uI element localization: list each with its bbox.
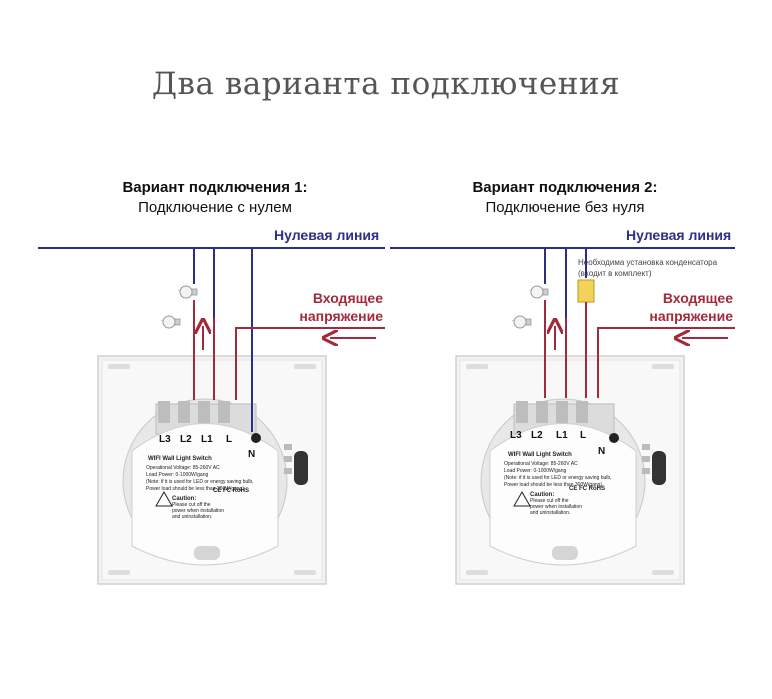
v1-spec2: Load Power: 0-1000W/gang — [146, 472, 208, 478]
page-title: Два варианта подключения — [151, 66, 621, 102]
v2-terminal-n: N — [598, 446, 605, 457]
variant1-voltage-line2: напряжение — [299, 308, 383, 324]
v2-cert: CE FC RoHS — [569, 486, 605, 492]
variant1-heading-line1: Вариант подключения 1: — [122, 179, 308, 196]
v1-terminal-l3: L3 — [159, 434, 171, 445]
v2-caution4: and uninstallation. — [530, 510, 570, 516]
v1-bulb-1 — [177, 285, 198, 299]
v1-caution2: Please cut off the — [172, 502, 211, 508]
v2-caution2: Please cut off the — [530, 498, 569, 504]
variant1-heading: Вариант подключения 1: Подключение с нул… — [55, 178, 375, 218]
v1-spec1: Operational Voltage: 85-260V AC — [146, 465, 220, 471]
variant2-voltage-label: Входящее напряжение — [620, 289, 733, 325]
variant2-heading-line2: Подключение без нуля — [485, 199, 645, 216]
v2-terminal-l3: L3 — [510, 430, 522, 441]
v1-terminal-n: N — [248, 449, 255, 460]
variant1-voltage-label: Входящее напряжение — [270, 289, 383, 325]
v2-terminal-l2: L2 — [531, 430, 543, 441]
v1-bulb-2 — [160, 315, 181, 329]
variant2-neutral-label: Нулевая линия — [626, 227, 732, 243]
variant1-label-text: WIFI Wall Light Switch Operational Volta… — [146, 456, 254, 520]
v2-model: WIFI Wall Light Switch — [508, 452, 572, 458]
v1-cert: CE FC RoHS — [213, 488, 249, 494]
variant2-heading: Вариант подключения 2: Подключение без н… — [405, 178, 725, 218]
v2-terminal-l: L — [580, 430, 586, 441]
v2-terminal-l1: L1 — [556, 430, 568, 441]
variant2-label-text: WIFI Wall Light Switch Operational Volta… — [504, 452, 612, 516]
v2-note1: (Note: if it is used for LED or energy s… — [504, 475, 612, 481]
v2-note2: Power load should be less than 300W/gang… — [504, 482, 602, 488]
v1-model: WIFI Wall Light Switch — [148, 456, 212, 462]
v1-caution3: power when installation — [172, 508, 224, 514]
v2-caution1: Caution: — [530, 492, 554, 498]
variant1-terminal-labels: L3 L2 L1 L N — [159, 434, 255, 460]
v2-spec2: Load Power: 0-1000W/gang — [504, 468, 566, 474]
variant2-voltage-line1: Входящее — [662, 290, 733, 306]
v2-caution3: power when installation — [530, 504, 582, 510]
variant2-switch-module — [455, 355, 685, 585]
v2-bulb-1 — [528, 285, 549, 299]
capacitor-note-line1: Необходима установка конденсатора — [578, 258, 718, 267]
capacitor — [577, 279, 595, 303]
v1-caution1: Caution: — [172, 496, 196, 502]
v1-caution4: and uninstallation. — [172, 514, 212, 520]
v1-terminal-l2: L2 — [180, 434, 192, 445]
variant2-voltage-line2: напряжение — [649, 308, 733, 324]
variant2-heading-line1: Вариант подключения 2: — [472, 179, 658, 196]
v1-note2: Power load should be less than 300W/gang… — [146, 486, 244, 492]
v2-spec1: Operational Voltage: 85-260V AC — [504, 461, 578, 467]
variant1-voltage-line1: Входящее — [312, 290, 383, 306]
v1-live-wire — [235, 327, 385, 400]
v1-terminal-l1: L1 — [201, 434, 213, 445]
variant1-heading-line2: Подключение с нулем — [138, 199, 292, 216]
variant1-neutral-label: Нулевая линия — [274, 227, 380, 243]
capacitor-note: Необходима установка конденсатора (входи… — [578, 257, 717, 279]
v2-live-wire — [597, 327, 735, 398]
variant2-terminal-labels: L3 L2 L1 L N — [510, 430, 605, 457]
v2-bulb-2 — [511, 315, 532, 329]
v1-note1: (Note: if it is used for LED or energy s… — [146, 479, 254, 485]
capacitor-note-line2: (входит в комплект) — [578, 269, 652, 278]
v1-terminal-l: L — [226, 434, 232, 445]
